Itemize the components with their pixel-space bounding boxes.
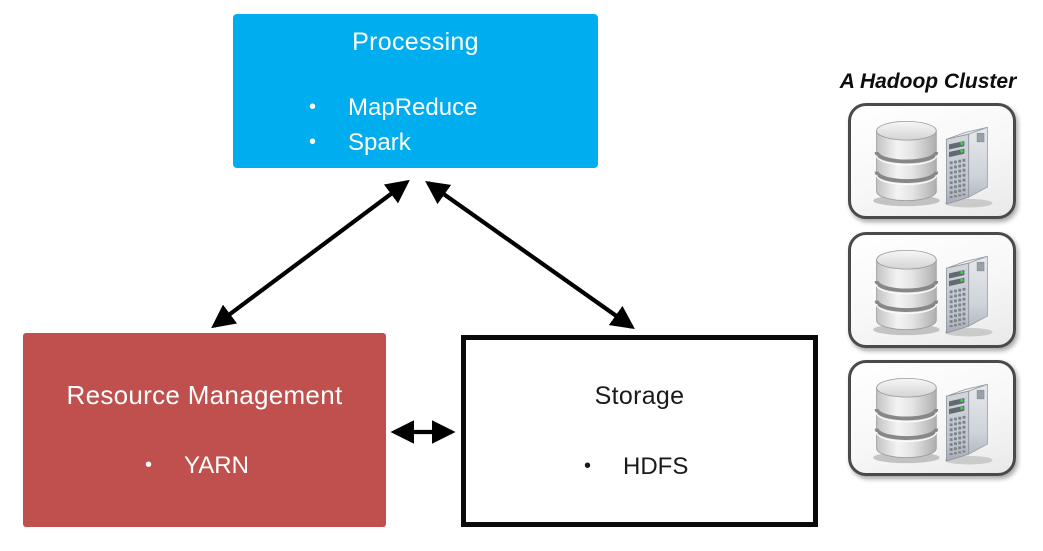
processing-item-label: Spark xyxy=(348,129,411,156)
database-server-icon xyxy=(862,369,1002,467)
resource-management-item-yarn: • YARN xyxy=(145,452,249,480)
processing-item-spark: • Spark xyxy=(309,129,411,157)
bullet-icon: • xyxy=(309,131,317,153)
storage-item-hdfs: • HDFS xyxy=(584,453,688,481)
storage-title: Storage xyxy=(594,382,685,410)
processing-title: Processing xyxy=(352,28,479,56)
database-server-icon xyxy=(862,241,1002,339)
processing-box: Processing • MapReduce • Spark xyxy=(233,14,598,168)
resource-management-title: Resource Management xyxy=(66,380,343,410)
bullet-icon: • xyxy=(309,96,317,118)
resource-management-item-label: YARN xyxy=(184,452,249,479)
storage-item-label: HDFS xyxy=(623,453,689,480)
storage-box: Storage • HDFS xyxy=(461,335,818,527)
cluster-node xyxy=(848,232,1016,348)
hadoop-cluster-label: A Hadoop Cluster xyxy=(839,70,1017,93)
bullet-icon: • xyxy=(584,455,592,477)
arrow-processing-resource-management xyxy=(211,179,410,329)
processing-item-mapreduce: • MapReduce xyxy=(309,94,477,122)
cluster-node xyxy=(848,103,1016,219)
cluster-node xyxy=(848,360,1016,476)
processing-item-label: MapReduce xyxy=(348,94,478,121)
arrow-processing-storage xyxy=(425,180,635,330)
resource-management-box: Resource Management • YARN xyxy=(23,333,386,527)
bullet-icon: • xyxy=(145,454,153,476)
database-server-icon xyxy=(862,112,1002,210)
